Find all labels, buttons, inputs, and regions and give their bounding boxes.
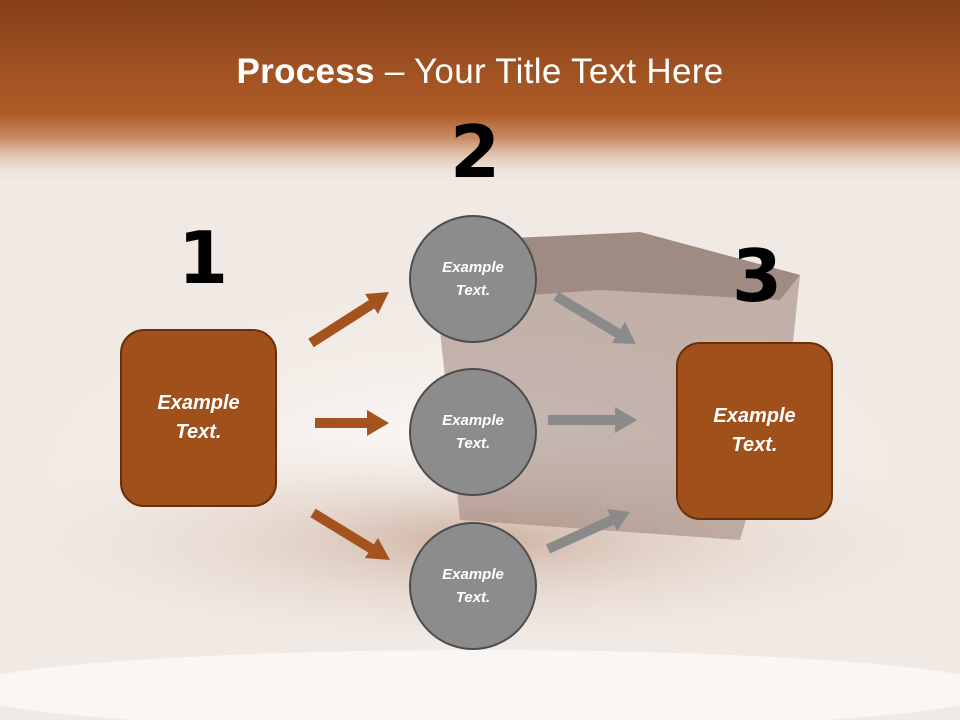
arrow-from-top-circle <box>553 291 636 344</box>
step-number-2: 2 <box>450 110 501 194</box>
title-bold: Process <box>236 52 375 91</box>
circle-bottom-label: Example Text. <box>442 565 504 606</box>
arrow-from-bottom-circle <box>545 509 630 554</box>
step-2-circle-middle: Example Text. <box>409 368 537 496</box>
circle-top-label: Example Text. <box>442 258 504 299</box>
step-1-label: Example Text. <box>157 392 240 443</box>
step-1-box: Example Text. <box>120 329 277 507</box>
step-2-circle-bottom: Example Text. <box>409 522 537 650</box>
arrow-to-middle-circle <box>315 410 389 436</box>
arrow-to-top-circle <box>308 292 389 348</box>
slide-title: Process – Your Title Text Here <box>0 52 960 92</box>
title-rest: – Your Title Text Here <box>374 52 724 91</box>
circle-middle-label: Example Text. <box>442 411 504 452</box>
step-3-label: Example Text. <box>713 405 796 456</box>
step-3-box: Example Text. <box>676 342 833 520</box>
step-number-1: 1 <box>178 216 229 300</box>
step-number-3: 3 <box>732 234 783 318</box>
arrow-from-middle-circle <box>548 407 637 433</box>
step-2-circle-top: Example Text. <box>409 215 537 343</box>
arrow-to-bottom-circle <box>310 508 390 560</box>
